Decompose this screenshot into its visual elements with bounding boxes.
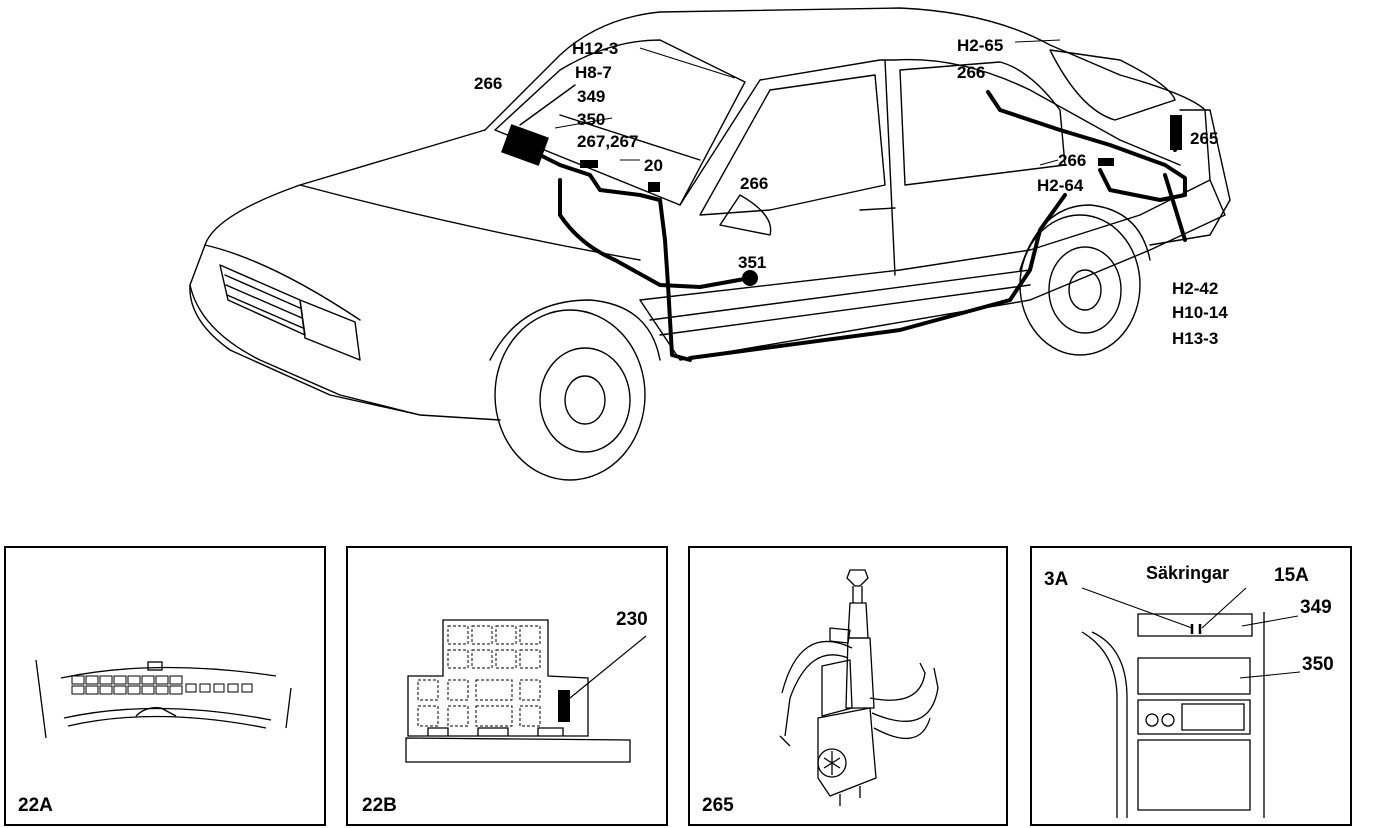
car-wiring-diagram	[189, 7, 1231, 481]
callout-h2-42: H2-42	[1172, 279, 1219, 298]
callout-h10-14: H10-14	[1172, 303, 1228, 322]
callout-266-dash: 266	[474, 74, 503, 93]
car-rear-window	[899, 61, 1066, 186]
relay-230	[558, 690, 570, 722]
panel-265-label: 265	[702, 795, 734, 816]
car-front-window	[699, 74, 886, 216]
car-rear-end	[1149, 109, 1231, 246]
car-rear-glass	[1049, 49, 1176, 121]
callout-265: 265	[1190, 129, 1219, 148]
callout-h2-64: H2-64	[1037, 176, 1084, 195]
front-wheel-arch	[489, 299, 661, 361]
harness-a-pillar	[658, 198, 692, 362]
harness-to-351	[558, 178, 752, 289]
callout-266-rear: 266	[1058, 151, 1087, 170]
callout-h12-3: H12-3	[572, 39, 619, 58]
panel-22a: 22A	[4, 546, 326, 826]
callout-h8-7: H8-7	[575, 63, 612, 82]
harness-dash	[508, 138, 662, 202]
radio-slot-349	[1137, 613, 1253, 637]
callout-266-door: 266	[740, 174, 769, 193]
callout-351: 351	[738, 253, 767, 272]
fuse-15a-label: 15A	[1274, 565, 1309, 586]
car-headlight	[299, 299, 361, 361]
car-b-pillar	[884, 59, 896, 276]
antenna-motor-drawing	[779, 569, 939, 806]
fusebox-22b-drawing	[405, 619, 647, 763]
car-windshield	[494, 39, 746, 206]
car-mirror	[719, 194, 772, 236]
fuse-callout-349: 349	[1300, 597, 1332, 618]
fusebox-22a-drawing	[35, 659, 292, 739]
connector-dash	[501, 124, 549, 166]
front-wheel	[494, 309, 646, 481]
panel-fuses: Säkringar 3A 15A 349 350	[1030, 546, 1352, 826]
fuse-3a-label: 3A	[1044, 569, 1069, 590]
callout-349: 349	[577, 87, 606, 106]
console-drawing	[1081, 587, 1301, 818]
car-door-handle	[859, 207, 896, 211]
callout-266-rear-top: 266	[957, 63, 986, 82]
callout-267: 267,267	[577, 132, 639, 151]
callout-350: 350	[577, 110, 606, 129]
panel-22a-label: 22A	[18, 795, 53, 816]
callout-20: 20	[644, 156, 663, 175]
harness-floor	[688, 193, 1067, 360]
fuse-panel-title: Säkringar	[1146, 563, 1230, 583]
antenna-motor	[1170, 115, 1182, 150]
panel-22b: 230 22B	[346, 546, 668, 826]
radio-slot-350	[1137, 657, 1251, 695]
panel-22b-callout-230: 230	[616, 609, 648, 630]
fuse-callout-350: 350	[1302, 654, 1334, 675]
harness-roof	[986, 90, 1187, 202]
car-hood-line	[299, 184, 641, 261]
panel-22b-label: 22B	[362, 795, 397, 816]
car-side-sill	[639, 179, 1226, 361]
car-roof-outline	[484, 7, 1211, 181]
callout-h2-65: H2-65	[957, 36, 1004, 55]
connector-351	[742, 270, 758, 286]
rear-wheel-arch	[1019, 204, 1151, 271]
car-grille	[219, 264, 306, 336]
car-hood-outline	[189, 129, 501, 421]
panel-265: 265	[688, 546, 1008, 826]
car-front-bumper	[189, 284, 421, 416]
callout-h13-3: H13-3	[1172, 329, 1219, 348]
car-side-top	[679, 58, 1181, 206]
